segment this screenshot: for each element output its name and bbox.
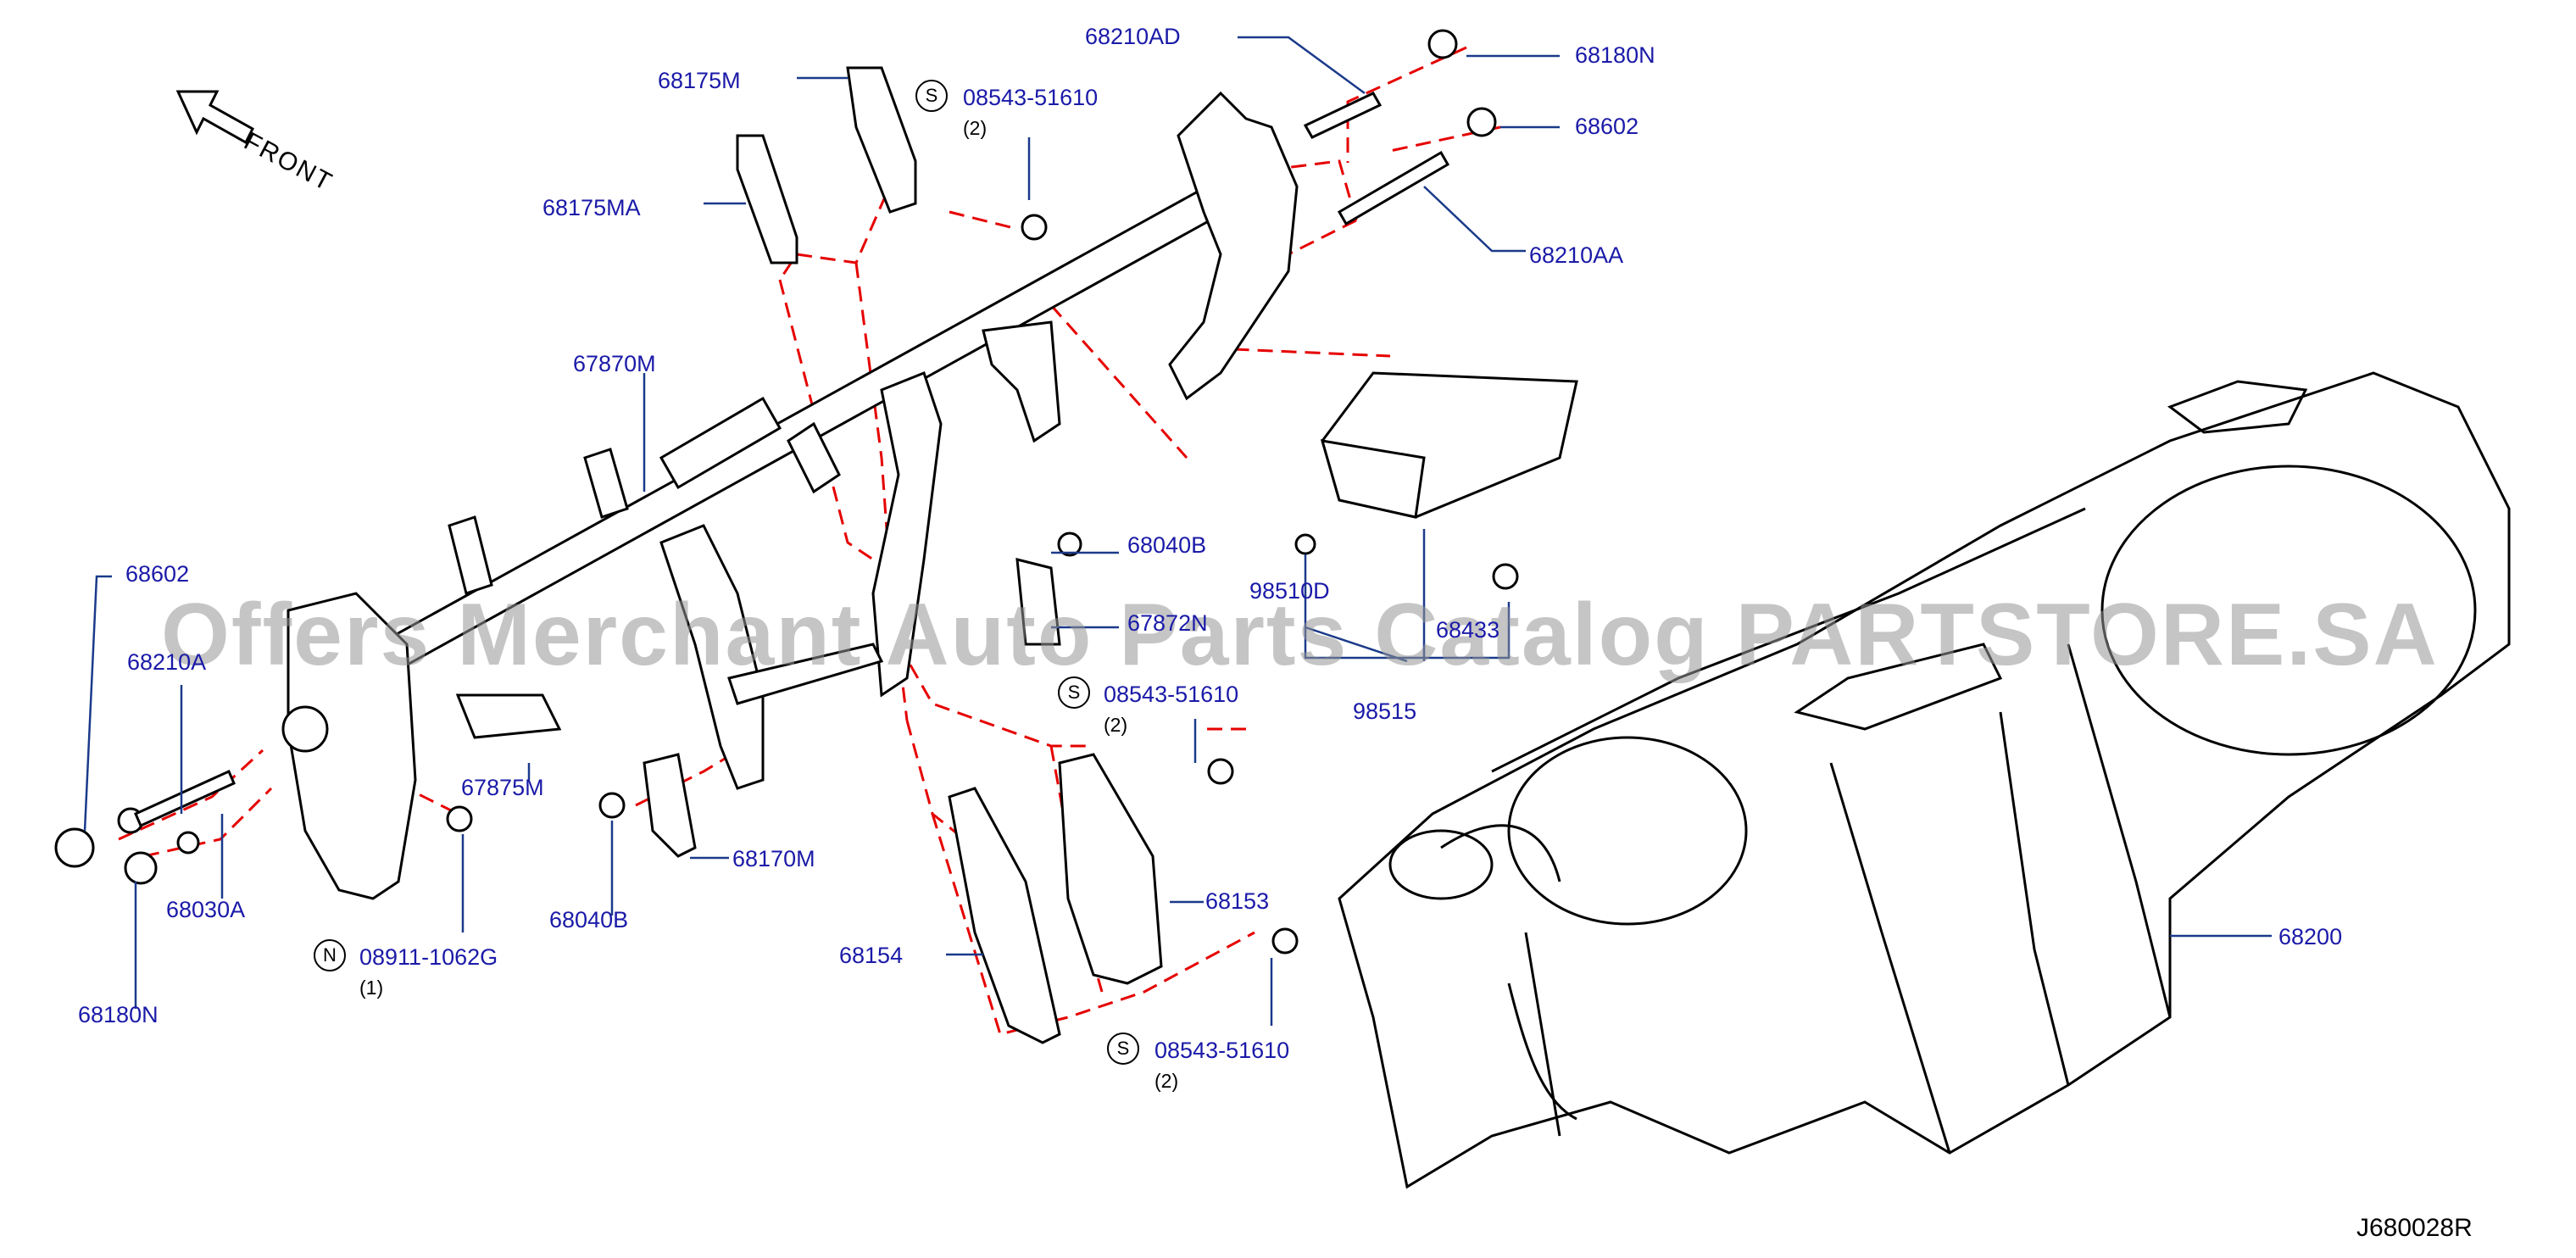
- label-68210A-left[interactable]: 68210A: [127, 649, 207, 675]
- front-arrow-icon: [175, 90, 254, 145]
- fasteners: [54, 29, 1519, 955]
- label-08543-51610-mid[interactable]: 08543-51610: [1104, 682, 1239, 707]
- screw-symbol-mid: S: [1058, 676, 1090, 709]
- label-68602-left[interactable]: 68602: [125, 561, 190, 587]
- label-67872N[interactable]: 67872N: [1127, 610, 1208, 636]
- label-98510D[interactable]: 98510D: [1249, 578, 1330, 604]
- label-68170M[interactable]: 68170M: [732, 846, 815, 871]
- steering-member-beam: [281, 91, 1299, 900]
- label-68180N-top[interactable]: 68180N: [1575, 42, 1655, 68]
- screw-symbol-low: S: [1107, 1033, 1139, 1065]
- diagram-code: J680028R: [2356, 1214, 2473, 1242]
- label-67870M[interactable]: 67870M: [573, 351, 656, 376]
- label-68433[interactable]: 68433: [1436, 617, 1500, 643]
- label-68180N-left[interactable]: 68180N: [78, 1002, 159, 1027]
- label-67875M[interactable]: 67875M: [461, 775, 544, 800]
- bracket-68153-68154: [455, 558, 1163, 1044]
- label-68030A[interactable]: 68030A: [166, 897, 246, 922]
- label-08543-51610-low[interactable]: 08543-51610: [1154, 1038, 1290, 1063]
- label-68175MA[interactable]: 68175MA: [542, 195, 641, 220]
- display-unit-98515: [1320, 371, 1578, 519]
- nut-symbol: N: [314, 939, 346, 971]
- label-68602-top[interactable]: 68602: [1575, 114, 1639, 139]
- label-08911-1062G[interactable]: 08911-1062G: [359, 944, 498, 970]
- label-68154[interactable]: 68154: [839, 943, 904, 968]
- label-68153[interactable]: 68153: [1205, 888, 1270, 914]
- qty-08543-mid: (2): [1104, 714, 1128, 736]
- qty-08543-low: (2): [1154, 1070, 1179, 1092]
- label-68210AA[interactable]: 68210AA: [1529, 242, 1624, 268]
- label-68200[interactable]: 68200: [2278, 924, 2343, 949]
- bracket-68175: [736, 66, 917, 264]
- qty-08543-top: (2): [963, 117, 988, 139]
- screw-symbol-top: S: [915, 80, 948, 112]
- label-68040B-upper[interactable]: 68040B: [1127, 532, 1207, 558]
- label-08543-51610-top[interactable]: 08543-51610: [963, 85, 1099, 110]
- leader-lines: [83, 36, 2272, 1026]
- label-98515[interactable]: 98515: [1353, 699, 1417, 724]
- label-68040B-lower[interactable]: 68040B: [549, 907, 629, 932]
- instrument-panel-68200: [1338, 371, 2511, 1189]
- qty-08911: (1): [359, 977, 384, 999]
- label-68175M[interactable]: 68175M: [658, 68, 741, 93]
- label-68210AD[interactable]: 68210AD: [1085, 24, 1181, 49]
